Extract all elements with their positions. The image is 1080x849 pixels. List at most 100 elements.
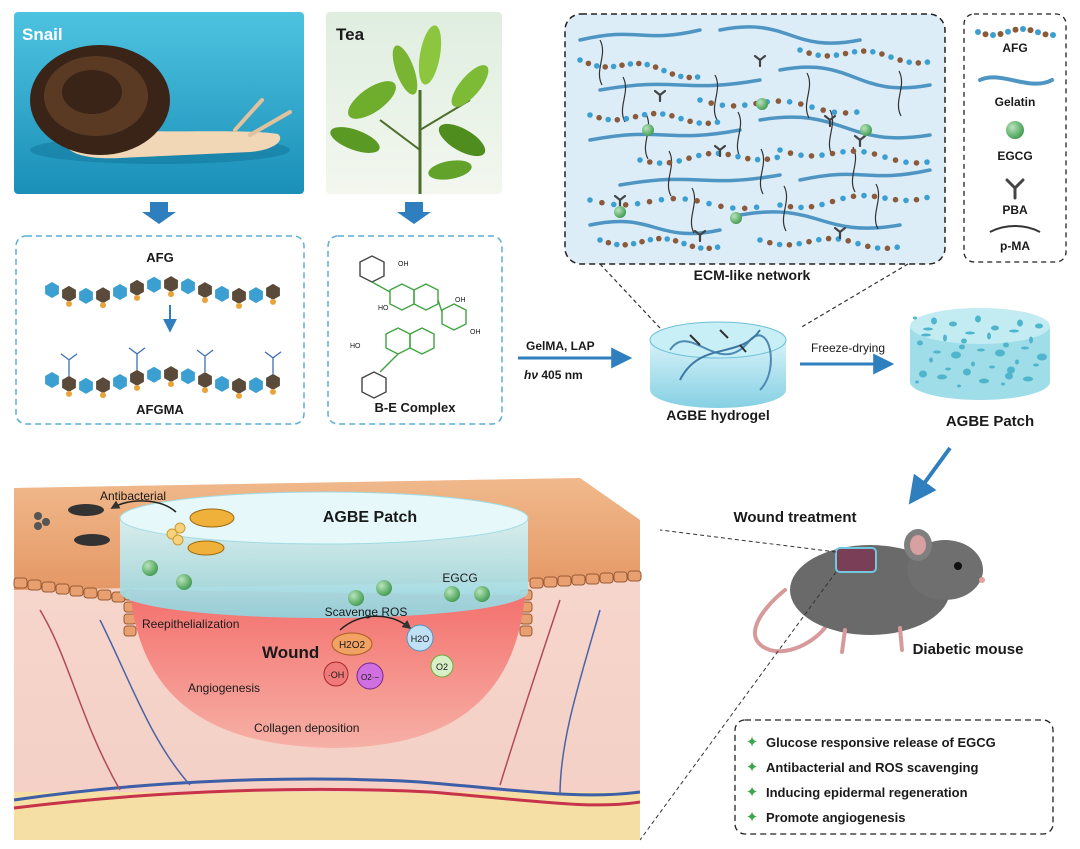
- treatment-arrow: [908, 446, 952, 505]
- afg-bead: [742, 102, 748, 108]
- agbe-hydrogel: AGBE hydrogel: [649, 321, 787, 423]
- afg-bead: [753, 204, 760, 210]
- be-oh-label-2: OH: [455, 297, 466, 304]
- pma-crosslink: [598, 39, 604, 86]
- pma-crosslink: [713, 74, 719, 121]
- legend-afg-bead: [990, 32, 996, 38]
- ecm-network-panel: ECM-like network: [564, 13, 946, 283]
- afg-bead: [730, 205, 736, 211]
- legend-pba-label: PBA: [1002, 203, 1028, 217]
- legend-afg-bead: [1042, 31, 1049, 38]
- afg-bead: [861, 192, 867, 199]
- afg-panel: AFG AFGMA: [15, 235, 305, 425]
- egcg-ball-4: [376, 580, 392, 596]
- network-egcg: [614, 206, 626, 218]
- afg-bead: [634, 200, 641, 207]
- hydrogel-label: AGBE hydrogel: [666, 407, 769, 423]
- afgma-unit: [249, 377, 263, 394]
- afg-bead: [602, 64, 608, 70]
- legend-panel: AFG Gelatin EGCG PBA p-MA: [963, 13, 1067, 263]
- pma-crosslink: [805, 72, 811, 119]
- afg-unit: [266, 283, 280, 300]
- pore: [959, 344, 965, 350]
- light-value: 405 nm: [538, 368, 583, 382]
- afg-unit: [113, 284, 127, 300]
- pba-mark: [853, 134, 867, 148]
- o2-species: O2: [430, 654, 454, 678]
- afg-bead-chains: [577, 47, 931, 252]
- afg-bead: [871, 151, 878, 157]
- be-oh-label-3: OH: [470, 329, 481, 336]
- pba-mark: [693, 229, 707, 243]
- afg-bead: [686, 155, 692, 161]
- pma-crosslink: [667, 150, 673, 197]
- zoom-line-left: [599, 263, 661, 329]
- pore: [1009, 329, 1019, 333]
- afg-bead: [647, 236, 654, 243]
- afg-bead: [888, 54, 894, 60]
- afgma-unit: [164, 366, 178, 383]
- afg-bead: [808, 153, 815, 159]
- pma-crosslink: [874, 183, 880, 230]
- afg-bead: [650, 110, 657, 117]
- blood-vessel-blue: [13, 777, 641, 802]
- afgma-unit: [79, 377, 93, 394]
- patch-pores: [913, 315, 1047, 388]
- afg-bead: [664, 236, 670, 242]
- afg-bead: [808, 203, 815, 210]
- pore: [919, 370, 927, 378]
- wound-egcg-label: EGCG: [442, 571, 477, 585]
- light-label: hν 405 nm: [524, 368, 583, 382]
- sulfate-dot: [100, 392, 106, 399]
- epidermis-cell: [543, 576, 558, 588]
- legend-afg-bead: [1050, 32, 1056, 38]
- afgma-unit: [45, 372, 59, 388]
- sulfate-dot: [168, 291, 174, 298]
- o2minus-species: O2·−: [356, 662, 384, 690]
- afg-bead: [610, 63, 617, 70]
- afg-bead: [776, 241, 783, 248]
- benefit-item: Inducing epidermal regeneration: [766, 785, 968, 800]
- network-title: ECM-like network: [694, 267, 811, 283]
- epidermis-cell: [585, 573, 600, 585]
- tea-label: Tea: [336, 25, 365, 44]
- afg-bead: [708, 100, 714, 106]
- afg-bead: [882, 154, 888, 160]
- gelatin-fiber: [758, 115, 932, 140]
- afgma-unit: [62, 375, 76, 392]
- pore: [949, 321, 957, 327]
- afg-bead: [924, 59, 931, 65]
- pore: [957, 384, 961, 388]
- legend-afg-bead: [1005, 28, 1011, 35]
- afgma-label: AFGMA: [136, 402, 184, 417]
- be-complex-panel: OH HO OH OH HO B-E Complex: [327, 235, 503, 425]
- afgma-unit: [266, 373, 280, 390]
- pore: [1001, 382, 1005, 386]
- afg-bead: [829, 198, 836, 205]
- epidermis-cell: [97, 589, 112, 601]
- afg-bead: [714, 244, 721, 250]
- afg-bead: [660, 111, 666, 117]
- pore: [943, 334, 947, 342]
- afg-bead: [681, 240, 687, 247]
- afg-bead: [754, 156, 761, 163]
- pore: [937, 374, 947, 380]
- afg-bead: [661, 67, 667, 74]
- afg-bead: [605, 116, 611, 123]
- svg-text:H2O2: H2O2: [339, 640, 366, 651]
- pore: [971, 361, 975, 367]
- afgma-unit: [130, 369, 144, 386]
- afg-bead: [764, 156, 771, 162]
- capillary-3: [499, 599, 561, 786]
- egcg-ball-2: [176, 574, 192, 590]
- afg-bead: [697, 97, 703, 103]
- afg-bead: [630, 240, 637, 247]
- pma-crosslink: [759, 148, 765, 195]
- pore: [987, 332, 991, 340]
- afg-bead: [694, 74, 701, 80]
- tea-photo: Tea: [326, 12, 502, 194]
- afg-bead: [913, 160, 920, 166]
- pore: [931, 317, 937, 325]
- afg-bead: [696, 152, 702, 159]
- afg-bead: [897, 57, 903, 63]
